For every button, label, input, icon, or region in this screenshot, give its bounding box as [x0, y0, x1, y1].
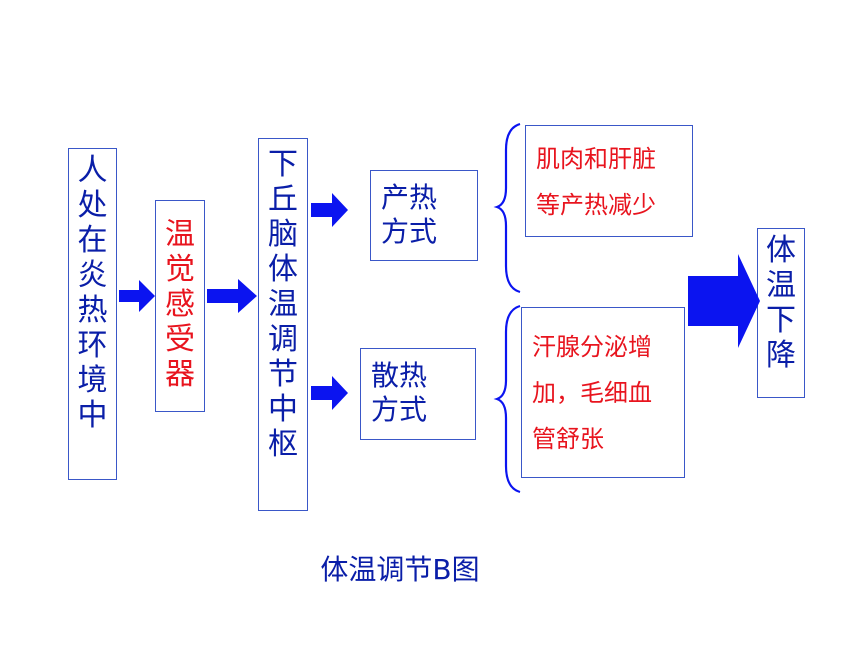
environment-box: 人处在炎热环境中: [68, 148, 117, 480]
heat-production-box: 产热 方式: [370, 170, 478, 261]
heat-loss-text: 散热 方式: [371, 359, 428, 426]
result-text: 体温下降: [766, 233, 796, 373]
center-box: 下丘脑体温调节中枢: [258, 138, 308, 511]
arrow-to-result: [688, 254, 760, 348]
production-effect-box: 肌肉和肝脏 等产热减少: [525, 125, 693, 237]
arrow-receptor-to-center: [207, 279, 257, 313]
arrow-center-to-loss: [311, 376, 348, 410]
loss-effect-text: 汗腺分泌增 加，毛细血 管舒张: [532, 333, 652, 453]
brace-production: [493, 122, 521, 294]
heat-production-text: 产热 方式: [381, 181, 438, 248]
receptor-text: 温觉感受器: [165, 217, 195, 392]
heat-loss-box: 散热 方式: [360, 348, 476, 440]
loss-effect-box: 汗腺分泌增 加，毛细血 管舒张: [521, 307, 685, 478]
result-box: 体温下降: [757, 228, 805, 398]
receptor-box: 温觉感受器: [155, 200, 205, 412]
production-effect-text: 肌肉和肝脏 等产热减少: [536, 145, 656, 219]
center-text: 下丘脑体温调节中枢: [268, 147, 298, 462]
arrow-env-to-receptor: [119, 280, 155, 312]
arrows: [119, 193, 760, 410]
arrow-center-to-production: [311, 193, 348, 227]
environment-text: 人处在炎热环境中: [77, 153, 108, 433]
brace-loss: [493, 304, 521, 494]
diagram-caption: 体温调节B图: [320, 553, 480, 586]
